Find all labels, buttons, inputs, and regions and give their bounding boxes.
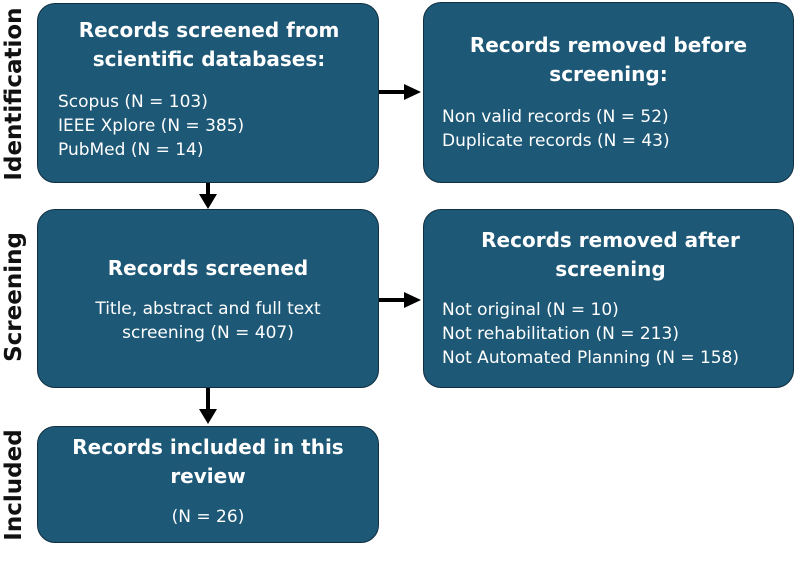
arrowhead-identification-to-removed-before <box>404 84 421 100</box>
screened-title: Records screened <box>107 256 309 280</box>
identification-title: Records screened from scientific databas… <box>78 18 340 71</box>
removed-before-line-duplicate: Duplicate records (N = 43) <box>442 131 670 151</box>
removed-before-line-nonvalid: Non valid records (N = 52) <box>442 107 669 127</box>
identification-box: Records screened from scientific databas… <box>37 3 379 183</box>
screened-text: Title, abstract and full text screening … <box>95 299 321 343</box>
screened-box: Records screened Title, abstract and ful… <box>37 209 379 388</box>
arrowhead-screened-to-included <box>199 409 217 424</box>
removed-after-line-notrehab: Not rehabilitation (N = 213) <box>442 324 679 344</box>
flow-arrows <box>199 84 421 424</box>
identification-line-pubmed: PubMed (N = 14) <box>58 140 204 160</box>
included-text: (N = 26) <box>171 507 245 527</box>
removed-after-line-notplanning: Not Automated Planning (N = 158) <box>442 348 740 368</box>
arrowhead-identification-to-screened <box>199 194 217 209</box>
removed-after-line-notoriginal: Not original (N = 10) <box>442 300 619 320</box>
removed-before-box: Records removed before screening: Non va… <box>423 2 794 183</box>
arrowhead-screened-to-removed-after <box>404 292 421 308</box>
identification-line-scopus: Scopus (N = 103) <box>58 92 208 112</box>
removed-before-title: Records removed before screening: <box>469 33 748 86</box>
included-title: Records included in this review <box>72 435 344 488</box>
removed-after-box: Records removed after screening Not orig… <box>423 209 794 388</box>
included-box: Records included in this review (N = 26) <box>37 426 379 543</box>
identification-line-ieee: IEEE Xplore (N = 385) <box>58 116 245 136</box>
removed-after-title: Records removed after screening <box>481 228 740 281</box>
